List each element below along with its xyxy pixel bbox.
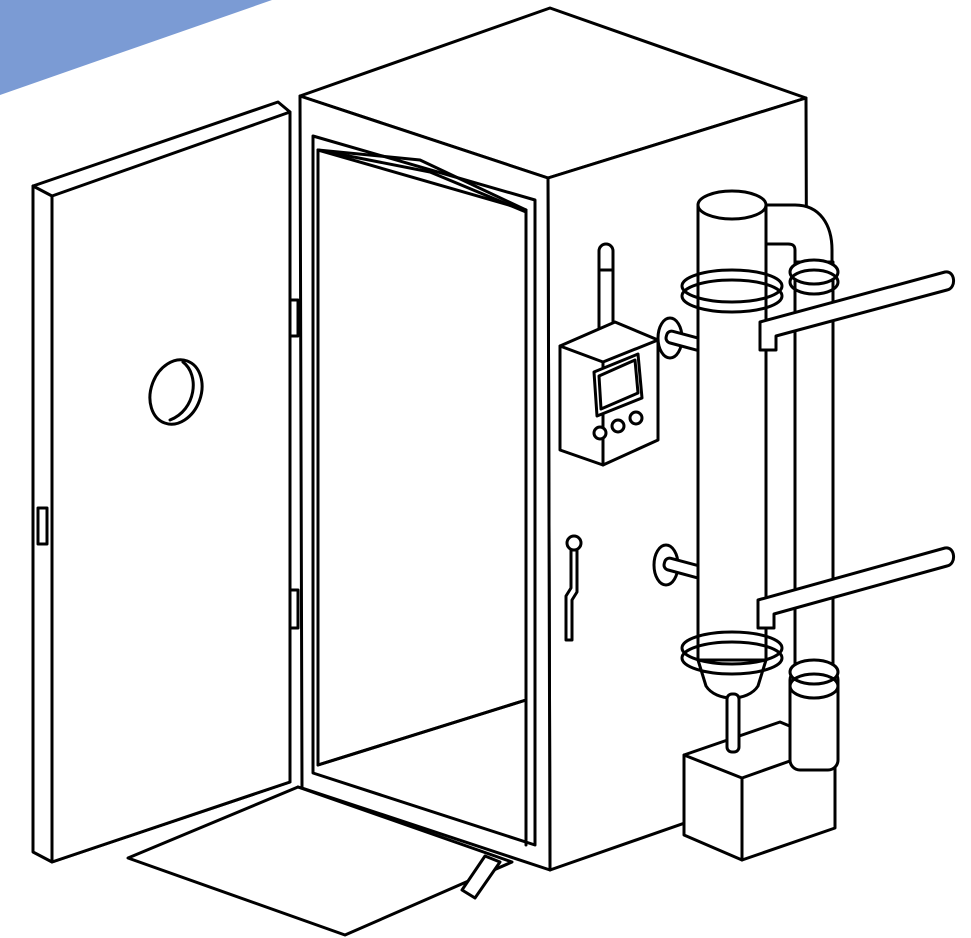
door-handle	[148, 358, 204, 426]
door-hinge	[288, 588, 300, 630]
wall-mount-flange	[652, 543, 706, 587]
corner-banner	[0, 0, 272, 95]
cabinet-body	[298, 6, 810, 872]
control-panel	[558, 320, 660, 467]
column-clamp-ring	[680, 630, 784, 676]
control-knob	[610, 418, 626, 434]
control-knob	[628, 410, 644, 426]
cabinet-latch	[564, 534, 583, 642]
wall-mount-flange	[656, 316, 708, 360]
antenna	[597, 242, 615, 338]
control-knob	[592, 425, 608, 441]
door-hinge	[36, 506, 49, 546]
door-hinge	[288, 298, 300, 338]
display-screen	[592, 352, 644, 418]
side-bracket-arm	[756, 546, 955, 630]
side-bracket-arm	[758, 270, 955, 352]
vertical-column	[680, 189, 784, 754]
column-clamp-ring	[680, 268, 784, 314]
open-door	[31, 100, 300, 864]
